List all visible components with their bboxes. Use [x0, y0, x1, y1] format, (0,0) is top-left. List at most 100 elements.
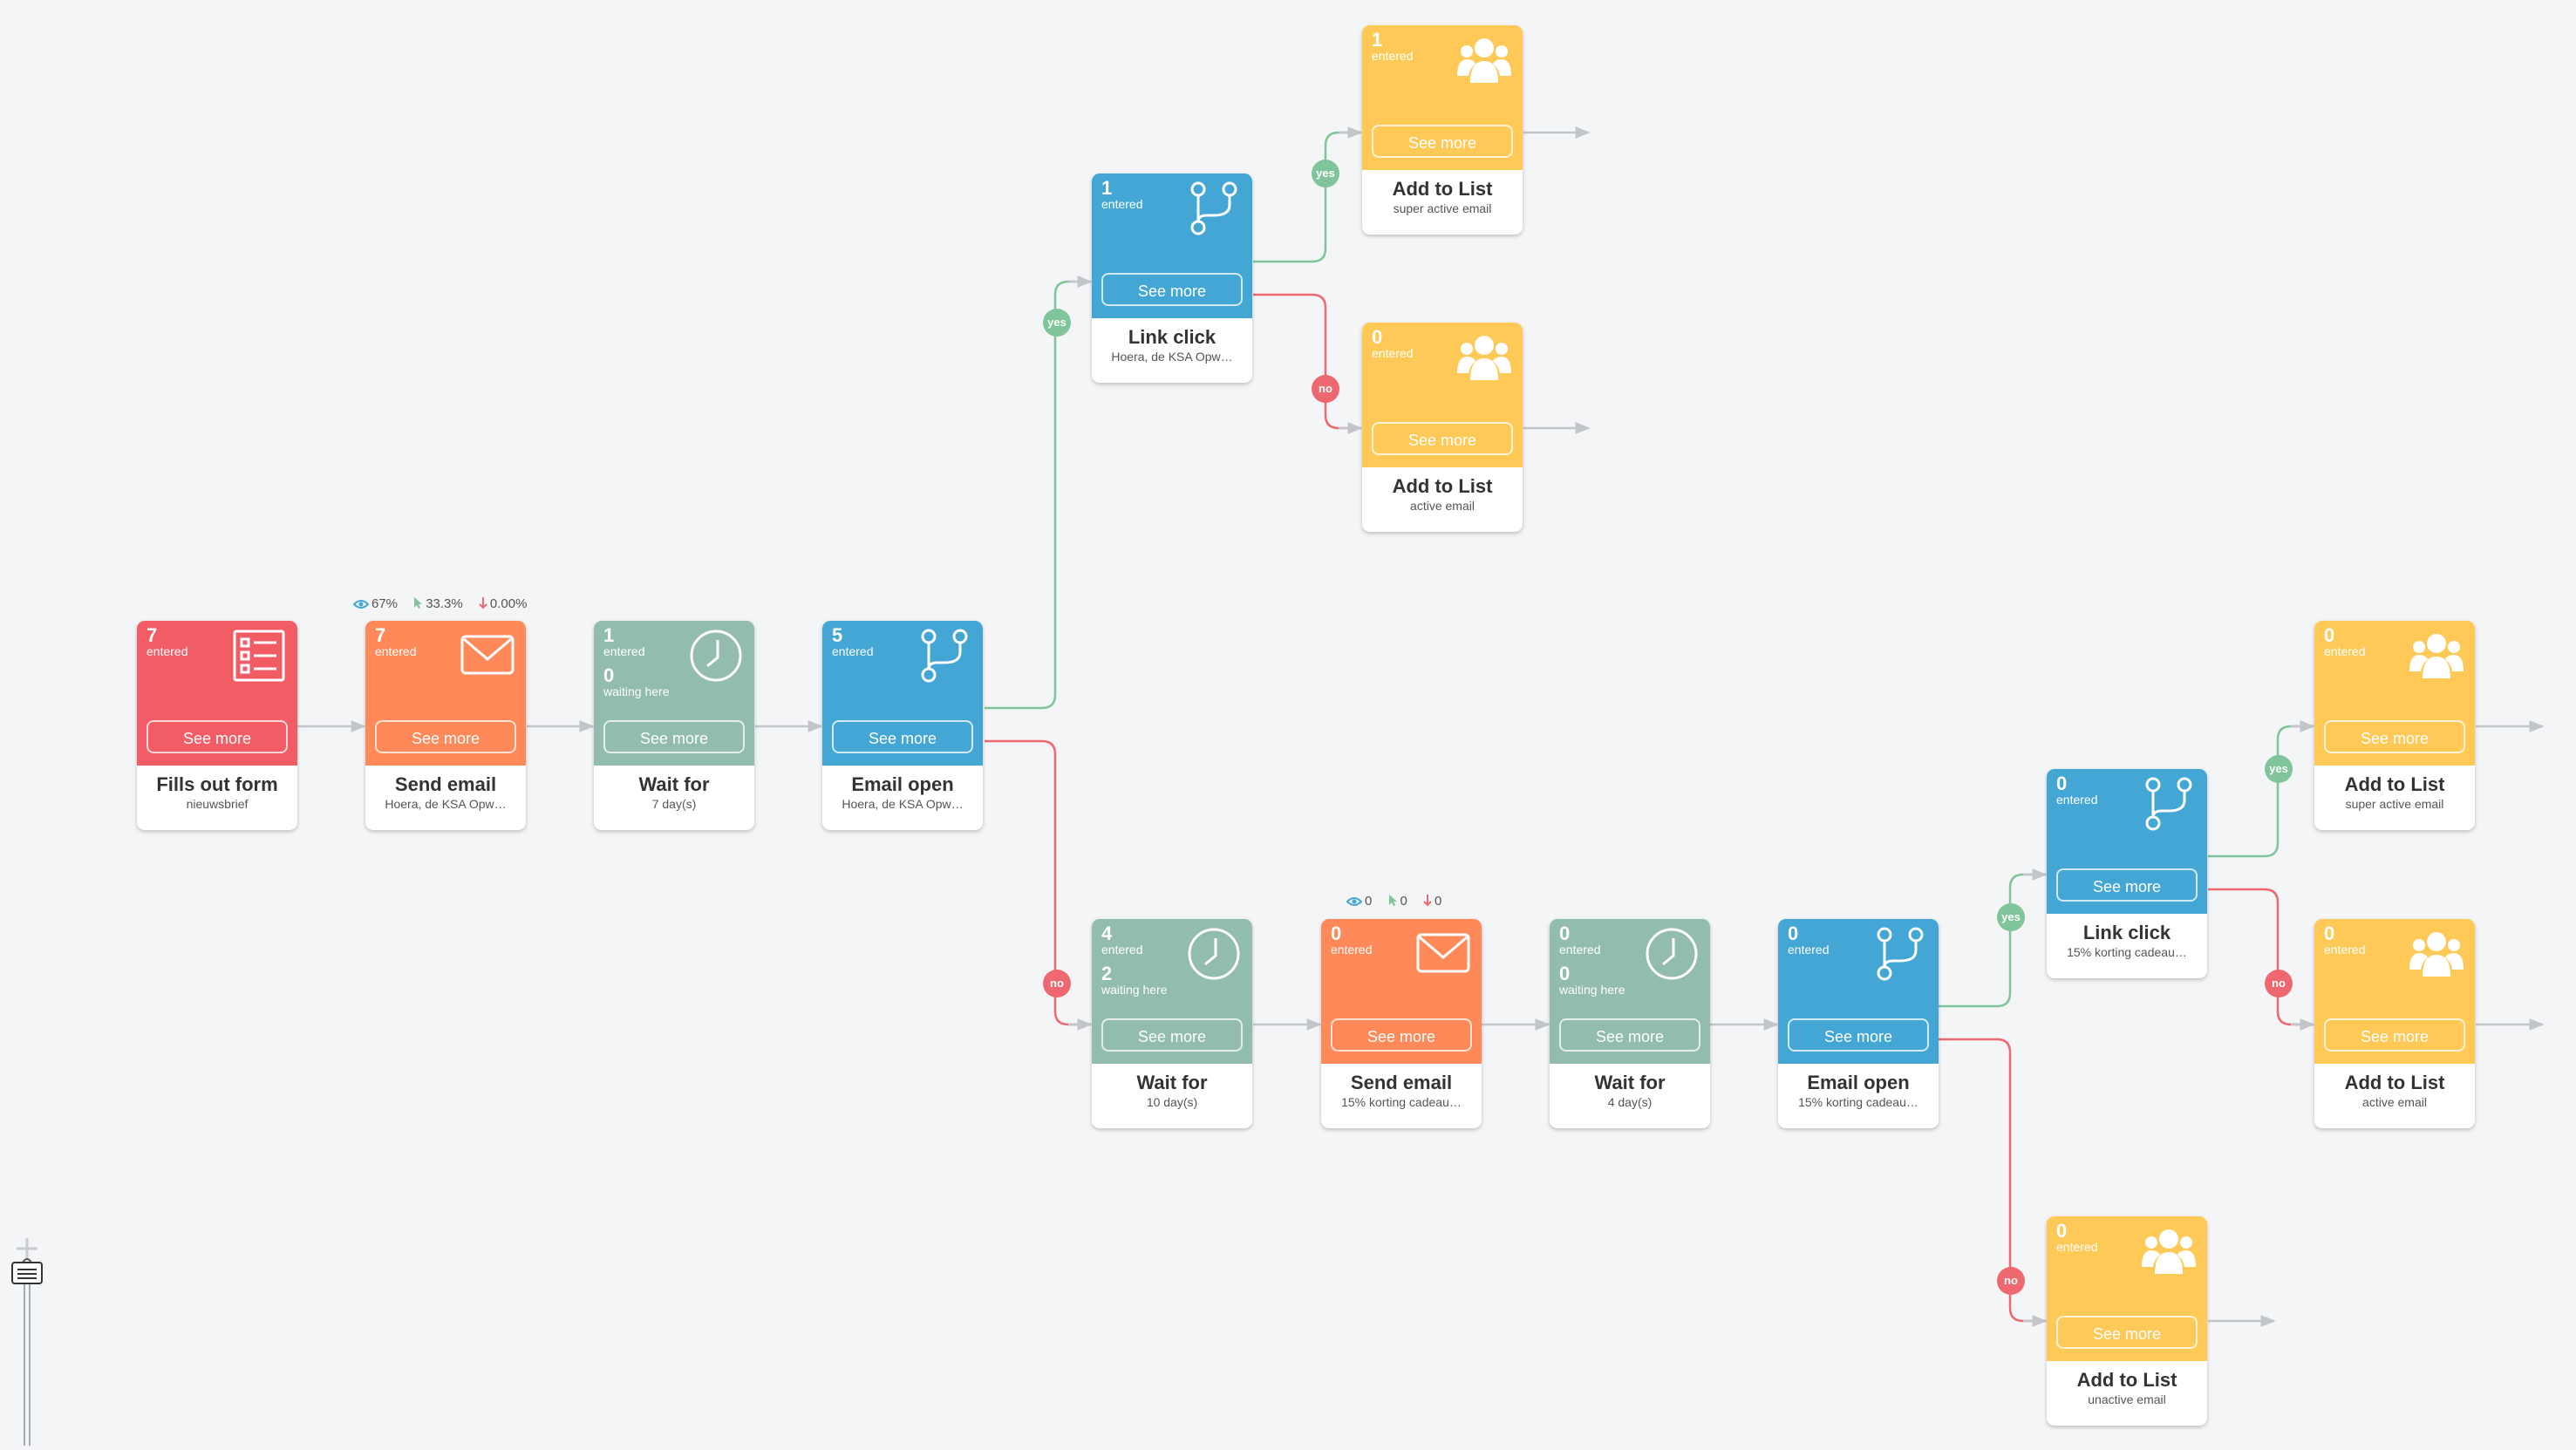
node-subtitle: Hoera, de KSA Opw…: [842, 797, 964, 811]
clock-icon: [690, 630, 742, 682]
node-wait-for[interactable]: 1 entered 0 waiting here See more Wait f…: [594, 621, 754, 830]
envelope-icon: [460, 635, 515, 675]
envelope-icon: [1416, 933, 1470, 973]
see-more-button[interactable]: See more: [1788, 1018, 1929, 1052]
node-subtitle: 7 day(s): [651, 797, 697, 811]
node-title: Email open: [1807, 1072, 1910, 1093]
branch-yes-badge: yes: [2265, 755, 2293, 783]
bounce-arrow-icon: [479, 597, 487, 609]
node-title: Add to List: [2076, 1369, 2177, 1391]
node-subtitle: 10 day(s): [1146, 1095, 1198, 1109]
node-title: Wait for: [638, 773, 710, 795]
see-more-button[interactable]: See more: [1559, 1018, 1700, 1052]
node-link-click[interactable]: 1 entered See more Link click Hoera, de …: [1092, 174, 1252, 383]
opened-stat: 0: [1346, 894, 1372, 909]
see-more-button[interactable]: See more: [375, 720, 516, 753]
node-title: Link click: [1128, 326, 1216, 348]
users-icon: [2409, 634, 2464, 678]
node-subtitle: Hoera, de KSA Opw…: [385, 797, 507, 811]
node-wait-for[interactable]: 4 entered 2 waiting here See more Wait f…: [1092, 919, 1252, 1128]
bounced-stat: 0.00%: [479, 596, 527, 611]
node-subtitle: 15% korting cadeau…: [2067, 945, 2187, 959]
node-title: Wait for: [1136, 1072, 1208, 1093]
node-wait-for[interactable]: 0 entered 0 waiting here See more Wait f…: [1550, 919, 1710, 1128]
users-icon: [1457, 336, 1511, 380]
node-title: Fills out form: [156, 773, 278, 795]
clicked-stat: 33.3%: [413, 596, 463, 611]
branch-yes-badge: yes: [1312, 160, 1339, 187]
node-subtitle: 15% korting cadeau…: [1341, 1095, 1462, 1109]
branch-yes-badge: yes: [1997, 903, 2025, 931]
branch-no-badge: no: [1997, 1267, 2025, 1295]
see-more-button[interactable]: See more: [147, 720, 288, 753]
eye-icon: [352, 600, 370, 609]
node-email-open[interactable]: 0 entered See more Email open 15% kortin…: [1778, 919, 1939, 1128]
zoom-slider-handle[interactable]: [11, 1258, 43, 1284]
see-more-button[interactable]: See more: [1372, 422, 1513, 455]
node-subtitle: 4 day(s): [1607, 1095, 1653, 1109]
branch-icon: [921, 629, 968, 683]
cursor-icon: [414, 597, 423, 609]
node-title: Add to List: [1392, 178, 1493, 200]
email-stats: 0 0 0: [1346, 894, 1454, 909]
branch-icon: [1190, 181, 1237, 235]
branch-no-badge: no: [2265, 970, 2293, 997]
node-title: Add to List: [2344, 773, 2445, 795]
opened-stat: 67%: [352, 596, 398, 611]
node-email-open[interactable]: 5 entered See more Email open Hoera, de …: [822, 621, 983, 830]
clock-icon: [1188, 928, 1240, 980]
users-icon: [2409, 932, 2464, 977]
node-title: Email open: [851, 773, 954, 795]
see-more-button[interactable]: See more: [2056, 1316, 2198, 1349]
node-title: Link click: [2082, 922, 2171, 943]
clicked-stat: 0: [1388, 894, 1407, 909]
see-more-button[interactable]: See more: [832, 720, 973, 753]
see-more-button[interactable]: See more: [2056, 868, 2198, 902]
email-stats: 67% 33.3% 0.00%: [352, 596, 539, 611]
see-more-button[interactable]: See more: [1331, 1018, 1472, 1052]
see-more-button[interactable]: See more: [1101, 273, 1243, 306]
node-subtitle: unactive email: [2088, 1392, 2166, 1406]
node-title: Send email: [394, 773, 497, 795]
form-checklist-icon: [233, 630, 285, 682]
node-title: Add to List: [1392, 475, 1493, 497]
see-more-button[interactable]: See more: [1372, 125, 1513, 158]
node-title: Add to List: [2344, 1072, 2445, 1093]
see-more-button[interactable]: See more: [2324, 1018, 2465, 1052]
node-subtitle: 15% korting cadeau…: [1798, 1095, 1918, 1109]
node-add-to-list[interactable]: 0 entered See more Add to List active em…: [2314, 919, 2475, 1128]
node-add-to-list[interactable]: 1 entered See more Add to List super act…: [1362, 25, 1523, 235]
branch-no-badge: no: [1312, 375, 1339, 403]
node-subtitle: active email: [1410, 499, 1475, 513]
branch-no-badge: no: [1043, 970, 1071, 997]
node-subtitle: nieuwsbrief: [186, 797, 249, 811]
eye-icon: [1346, 897, 1363, 906]
node-add-to-list[interactable]: 0 entered See more Add to List unactive …: [2047, 1216, 2207, 1426]
users-icon: [1457, 38, 1511, 83]
clock-icon: [1646, 928, 1698, 980]
zoom-control[interactable]: [0, 1221, 52, 1446]
node-link-click[interactable]: 0 entered See more Link click 15% kortin…: [2047, 769, 2207, 978]
node-send-email[interactable]: 7 entered See more Send email Hoera, de …: [365, 621, 526, 830]
node-title: Send email: [1350, 1072, 1453, 1093]
branch-icon: [1877, 927, 1924, 981]
node-fills-out-form[interactable]: 7 entered See more Fills out form nieuws…: [137, 621, 297, 830]
users-icon: [2142, 1229, 2196, 1274]
node-subtitle: super active email: [1393, 201, 1492, 215]
branch-icon: [2145, 777, 2192, 831]
node-subtitle: active email: [2362, 1095, 2427, 1109]
node-add-to-list[interactable]: 0 entered See more Add to List super act…: [2314, 621, 2475, 830]
see-more-button[interactable]: See more: [603, 720, 745, 753]
bounced-stat: 0: [1423, 894, 1441, 909]
node-subtitle: Hoera, de KSA Opw…: [1111, 350, 1233, 364]
node-title: Wait for: [1594, 1072, 1666, 1093]
see-more-button[interactable]: See more: [1101, 1018, 1243, 1052]
bounce-arrow-icon: [1423, 895, 1432, 907]
node-add-to-list[interactable]: 0 entered See more Add to List active em…: [1362, 323, 1523, 532]
node-send-email[interactable]: 0 entered See more Send email 15% kortin…: [1321, 919, 1482, 1128]
branch-yes-badge: yes: [1043, 309, 1071, 337]
zoom-in-icon[interactable]: [17, 1238, 37, 1259]
see-more-button[interactable]: See more: [2324, 720, 2465, 753]
cursor-icon: [1388, 895, 1397, 906]
